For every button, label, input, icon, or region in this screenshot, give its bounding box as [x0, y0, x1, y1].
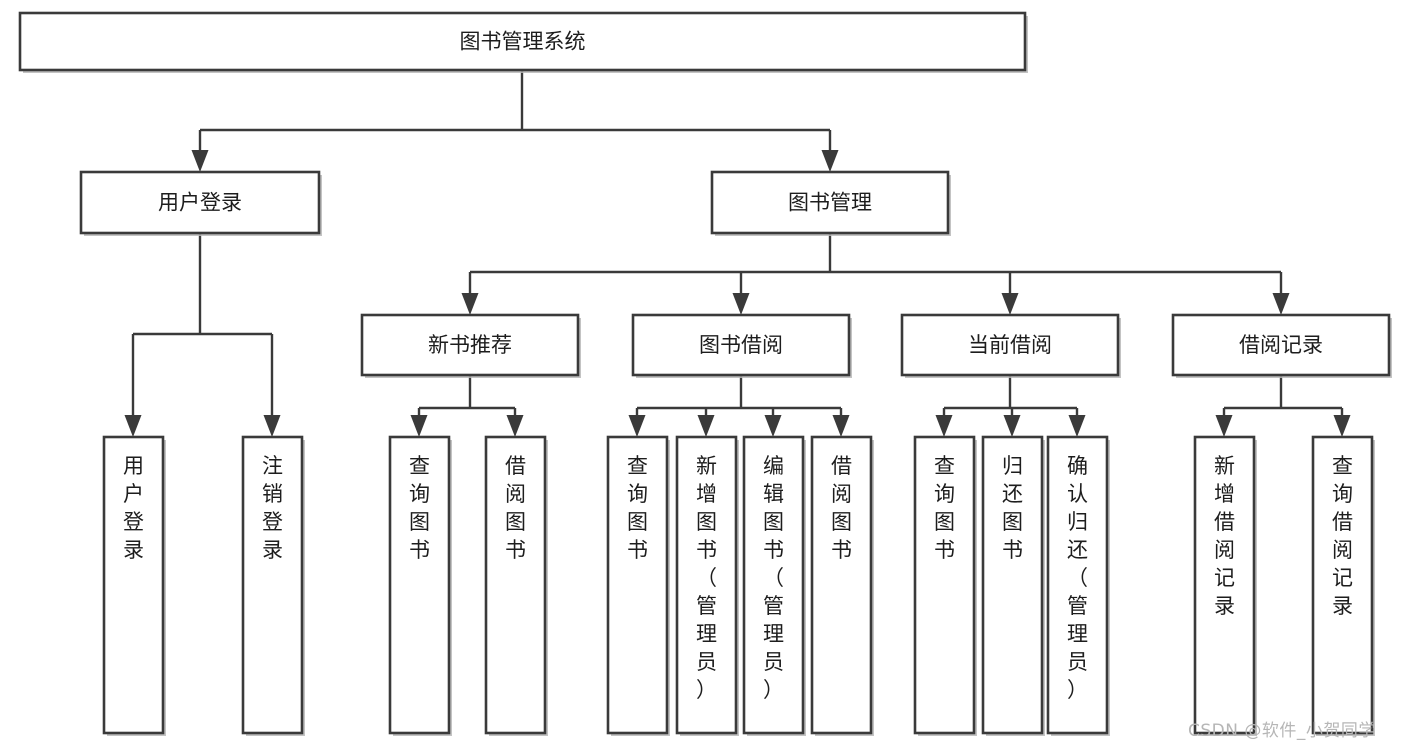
arrow-head-icon [697, 415, 715, 437]
level3-node-4[interactable]: 借阅记录 [1171, 313, 1392, 378]
box-outline[interactable] [742, 435, 805, 735]
arrow-head-icon [124, 415, 142, 437]
node-label: 用户登录 [123, 454, 144, 562]
box-outline[interactable] [241, 435, 304, 735]
box-outline[interactable] [484, 435, 547, 735]
node-label: 查询借阅记录 [1332, 454, 1353, 618]
arrow-head-icon [764, 415, 782, 437]
leaf-node-12[interactable]: 新增借阅记录 [1193, 435, 1257, 736]
root-node-1[interactable]: 图书管理系统 [18, 11, 1028, 73]
node-layer: 图书管理系统用户登录图书管理新书推荐图书借阅当前借阅借阅记录用户登录注销登录查询… [18, 11, 1392, 736]
arrow-head-icon [410, 415, 428, 437]
arrow-head-icon [1001, 293, 1019, 315]
node-label: 用户登录 [158, 191, 242, 215]
node-label: 查询图书 [627, 454, 648, 562]
leaf-node-3[interactable]: 查询图书 [388, 435, 452, 736]
box-outline[interactable] [388, 435, 451, 735]
arrow-head-icon [832, 415, 850, 437]
leaf-node-13[interactable]: 查询借阅记录 [1311, 435, 1375, 736]
arrow-head-icon [461, 293, 479, 315]
arrow-head-icon [1333, 415, 1351, 437]
box-outline[interactable] [18, 11, 1027, 72]
level2-node-2[interactable]: 图书管理 [710, 170, 951, 236]
leaf-node-5[interactable]: 查询图书 [606, 435, 670, 736]
arrow-head-icon [732, 293, 750, 315]
box-outline[interactable] [79, 170, 321, 235]
arrow-head-icon [935, 415, 953, 437]
node-label: 确认归还（管理员） [1067, 454, 1088, 702]
node-label: 图书借阅 [699, 333, 783, 357]
level3-node-1[interactable]: 新书推荐 [360, 313, 581, 378]
connector-group-current-borrow-leaves [935, 375, 1086, 437]
node-label: 查询图书 [409, 454, 430, 562]
arrow-head-icon [263, 415, 281, 437]
leaf-node-8[interactable]: 借阅图书 [810, 435, 874, 736]
node-label: 新增图书（管理员） [696, 454, 717, 702]
leaf-node-2[interactable]: 注销登录 [241, 435, 305, 736]
connector-group-new-book-to-leaves [410, 375, 524, 437]
connector-group-borrow-to-leaves [628, 375, 850, 437]
node-label: 借阅图书 [831, 454, 852, 562]
arrow-head-icon [1003, 415, 1021, 437]
box-outline[interactable] [631, 313, 851, 377]
box-outline[interactable] [360, 313, 580, 377]
leaf-node-6[interactable]: 新增图书（管理员） [675, 435, 739, 736]
box-outline[interactable] [102, 435, 165, 735]
leaf-node-11[interactable]: 确认归还（管理员） [1046, 435, 1110, 736]
node-label: 图书管理 [788, 191, 872, 215]
node-label: 当前借阅 [968, 333, 1052, 357]
arrow-head-icon [1068, 415, 1086, 437]
box-outline[interactable] [675, 435, 738, 735]
leaf-node-7[interactable]: 编辑图书（管理员） [742, 435, 806, 736]
box-outline[interactable] [900, 313, 1120, 377]
node-label: 编辑图书（管理员） [763, 454, 784, 702]
box-outline[interactable] [981, 435, 1044, 735]
connector-group-book-mgmt-to-level3 [461, 233, 1290, 315]
box-outline[interactable] [1311, 435, 1374, 735]
arrow-head-icon [628, 415, 646, 437]
node-label: 注销登录 [262, 454, 283, 562]
leaf-node-10[interactable]: 归还图书 [981, 435, 1045, 736]
box-outline[interactable] [606, 435, 669, 735]
connector-layer [124, 70, 1351, 437]
arrow-head-icon [1272, 293, 1290, 315]
node-label: 图书管理系统 [460, 30, 586, 54]
node-label: 新增借阅记录 [1214, 454, 1235, 618]
connector-group-borrow-record-leaves [1215, 375, 1351, 437]
node-label: 借阅图书 [505, 454, 526, 562]
box-outline[interactable] [710, 170, 950, 235]
arrow-head-icon [191, 150, 209, 172]
connector-group-user-login-to-leaves [124, 233, 281, 437]
node-label: 新书推荐 [428, 333, 512, 357]
leaf-node-4[interactable]: 借阅图书 [484, 435, 548, 736]
leaf-node-1[interactable]: 用户登录 [102, 435, 166, 736]
node-label: 归还图书 [1002, 454, 1023, 562]
arrow-head-icon [1215, 415, 1233, 437]
arrow-head-icon [506, 415, 524, 437]
node-label: 查询图书 [934, 454, 955, 562]
leaf-node-9[interactable]: 查询图书 [913, 435, 977, 736]
level2-node-1[interactable]: 用户登录 [79, 170, 322, 236]
level3-node-2[interactable]: 图书借阅 [631, 313, 852, 378]
box-outline[interactable] [1193, 435, 1256, 735]
connector-group-root-to-level2 [191, 70, 839, 172]
box-outline[interactable] [913, 435, 976, 735]
level3-node-3[interactable]: 当前借阅 [900, 313, 1121, 378]
box-outline[interactable] [810, 435, 873, 735]
box-outline[interactable] [1046, 435, 1109, 735]
box-outline[interactable] [1171, 313, 1391, 377]
node-label: 借阅记录 [1239, 333, 1323, 357]
arrow-head-icon [821, 150, 839, 172]
